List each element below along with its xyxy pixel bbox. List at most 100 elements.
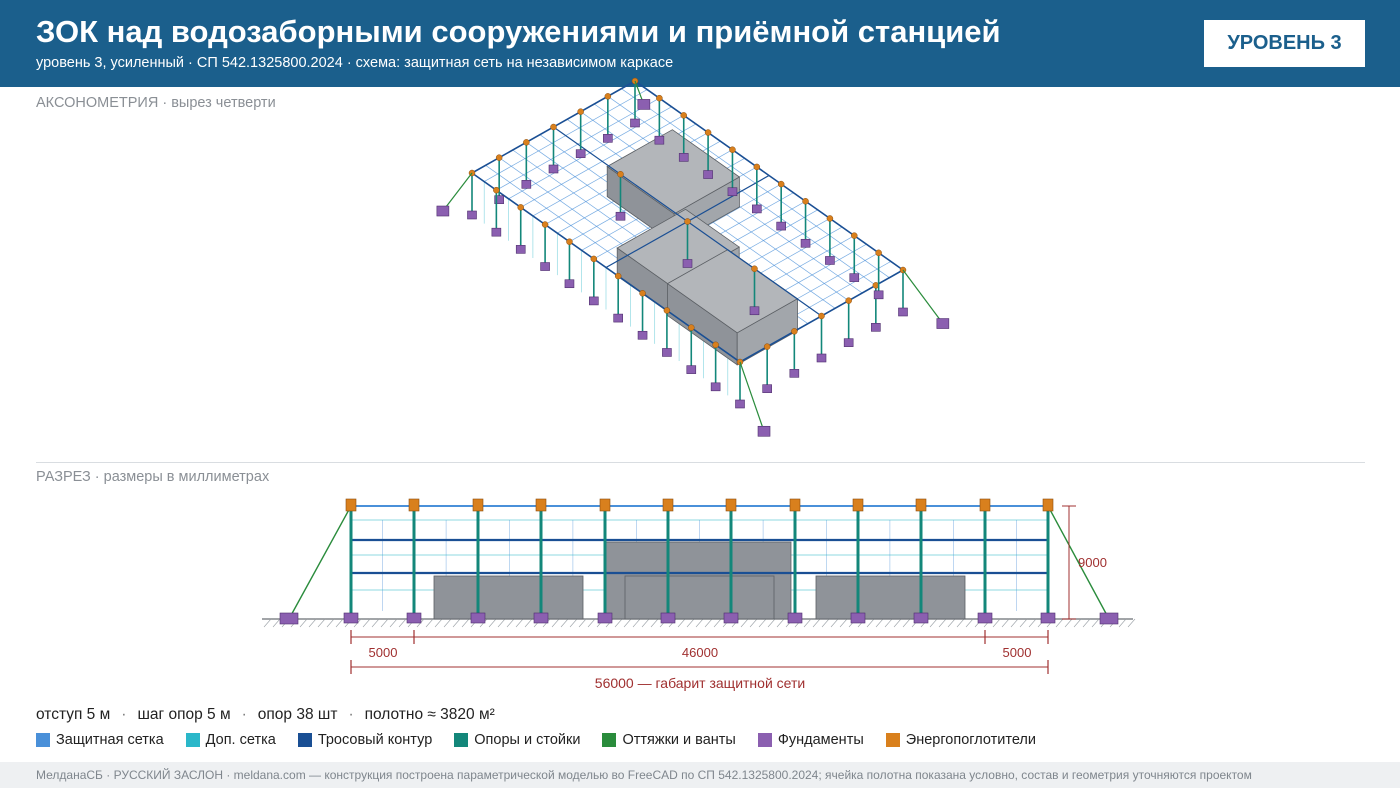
ground-hatch [317,618,326,628]
energy-absorber [614,272,622,280]
header-bar: ЗОК над водозаборными сооружениями и при… [0,0,1400,87]
legend-swatch [602,733,617,747]
energy-absorber [789,498,801,512]
ground-hatch [263,618,272,628]
legend-item: Защитная сетка [36,732,164,748]
structure-drawing: 9000 5000 46000 5000 56000 — габарит защ… [262,77,1136,691]
ground-hatch [308,618,317,628]
ground-hatch [443,618,452,628]
foundation [682,259,693,268]
ground-hatch [839,618,848,628]
energy-absorber [523,139,530,146]
foundation [703,170,713,179]
foundation [1040,612,1056,624]
ground-hatch [1010,618,1019,628]
energy-absorber [753,163,761,171]
foundation [752,204,762,214]
ground-hatch [767,618,776,628]
dim-total: 56000 — габарит защитной сети [595,675,805,691]
energy-absorber [763,343,771,350]
energy-absorber [517,204,524,211]
ground-hatch [299,618,308,628]
ground-hatch [272,618,281,628]
energy-absorber [345,498,357,512]
ground-hatch [884,618,893,628]
ground-hatch [1028,618,1037,628]
legend-label: Опоры и стойки [474,732,581,748]
foundation [800,238,811,248]
energy-absorber [493,186,500,194]
legend: Защитная сетка Доп. сетка Тросовый конту… [36,732,1058,748]
foundation [406,612,422,624]
foundation [789,369,800,378]
energy-absorber [729,146,736,153]
ground-hatch [1019,618,1028,628]
ground-hatch [1064,618,1073,628]
energy-absorber [818,312,825,320]
guy-wire [902,269,944,324]
dim-left-offset: 5000 [369,645,398,660]
stat-separator: · [121,706,127,723]
ground-hatch [1073,618,1082,628]
foundation [816,353,827,363]
ground-hatch [326,618,335,628]
stat-supports: опор 38 шт [257,706,338,723]
guy-anchor [936,318,950,329]
ground-hatch [695,618,704,628]
foundation [494,195,504,204]
legend-item: Опоры и стойки [454,732,580,748]
ground-hatch [1055,618,1064,628]
energy-absorber [851,232,858,239]
ground-hatch [1082,618,1091,628]
ground-hatch [1091,618,1100,628]
foundation [548,164,559,174]
dimension-lines [350,505,1076,674]
building-section [815,575,966,620]
foundation [843,338,854,347]
ground-hatch [1127,618,1136,628]
energy-absorber [599,498,611,512]
stat-separator: · [348,706,354,723]
ground-hatch [398,618,407,628]
legend-item: Оттяжки и ванты [602,732,736,748]
foundation [515,245,526,254]
foundation [660,612,676,624]
energy-absorber [826,215,834,222]
foundation [776,221,786,231]
energy-absorber [777,180,785,188]
ground-hatch [452,618,461,628]
page-title: ЗОК над водозаборными сооружениями и при… [36,14,1001,49]
axonometry-view [436,77,950,437]
axonometry-label: АКСОНОМЕТРИЯ · вырез четверти [36,95,276,111]
energy-absorber [566,238,573,245]
energy-absorber [712,341,719,349]
building-section [433,575,584,620]
legend-item: Тросовый контур [297,732,433,748]
foundation [723,612,739,624]
ground-hatch [641,618,650,628]
guy-wire [1047,505,1110,620]
ground-hatch [713,618,722,628]
foundation [597,612,613,624]
energy-absorber [688,324,695,331]
level-badge: УРОВЕНЬ 3 [1204,20,1365,67]
foundation [710,382,721,392]
legend-label: Фундаменты [777,732,864,748]
foundation [540,262,550,271]
legend-label: Тросовый контур [317,732,433,748]
ground-hatch [497,618,506,628]
energy-absorber [472,498,484,512]
foundation [613,313,623,323]
ground-hatch [461,618,470,628]
energy-absorber [915,498,927,512]
ground-hatch [866,618,875,628]
axo-buildings [606,129,799,366]
building-roof [616,208,740,287]
foundation [343,612,359,624]
ground-hatch [614,618,623,628]
foundation [686,365,697,374]
stat-offset: отступ 5 м [36,706,111,723]
legend-swatch [757,733,772,747]
ground-hatch [560,618,569,628]
legend-swatch [297,733,312,747]
